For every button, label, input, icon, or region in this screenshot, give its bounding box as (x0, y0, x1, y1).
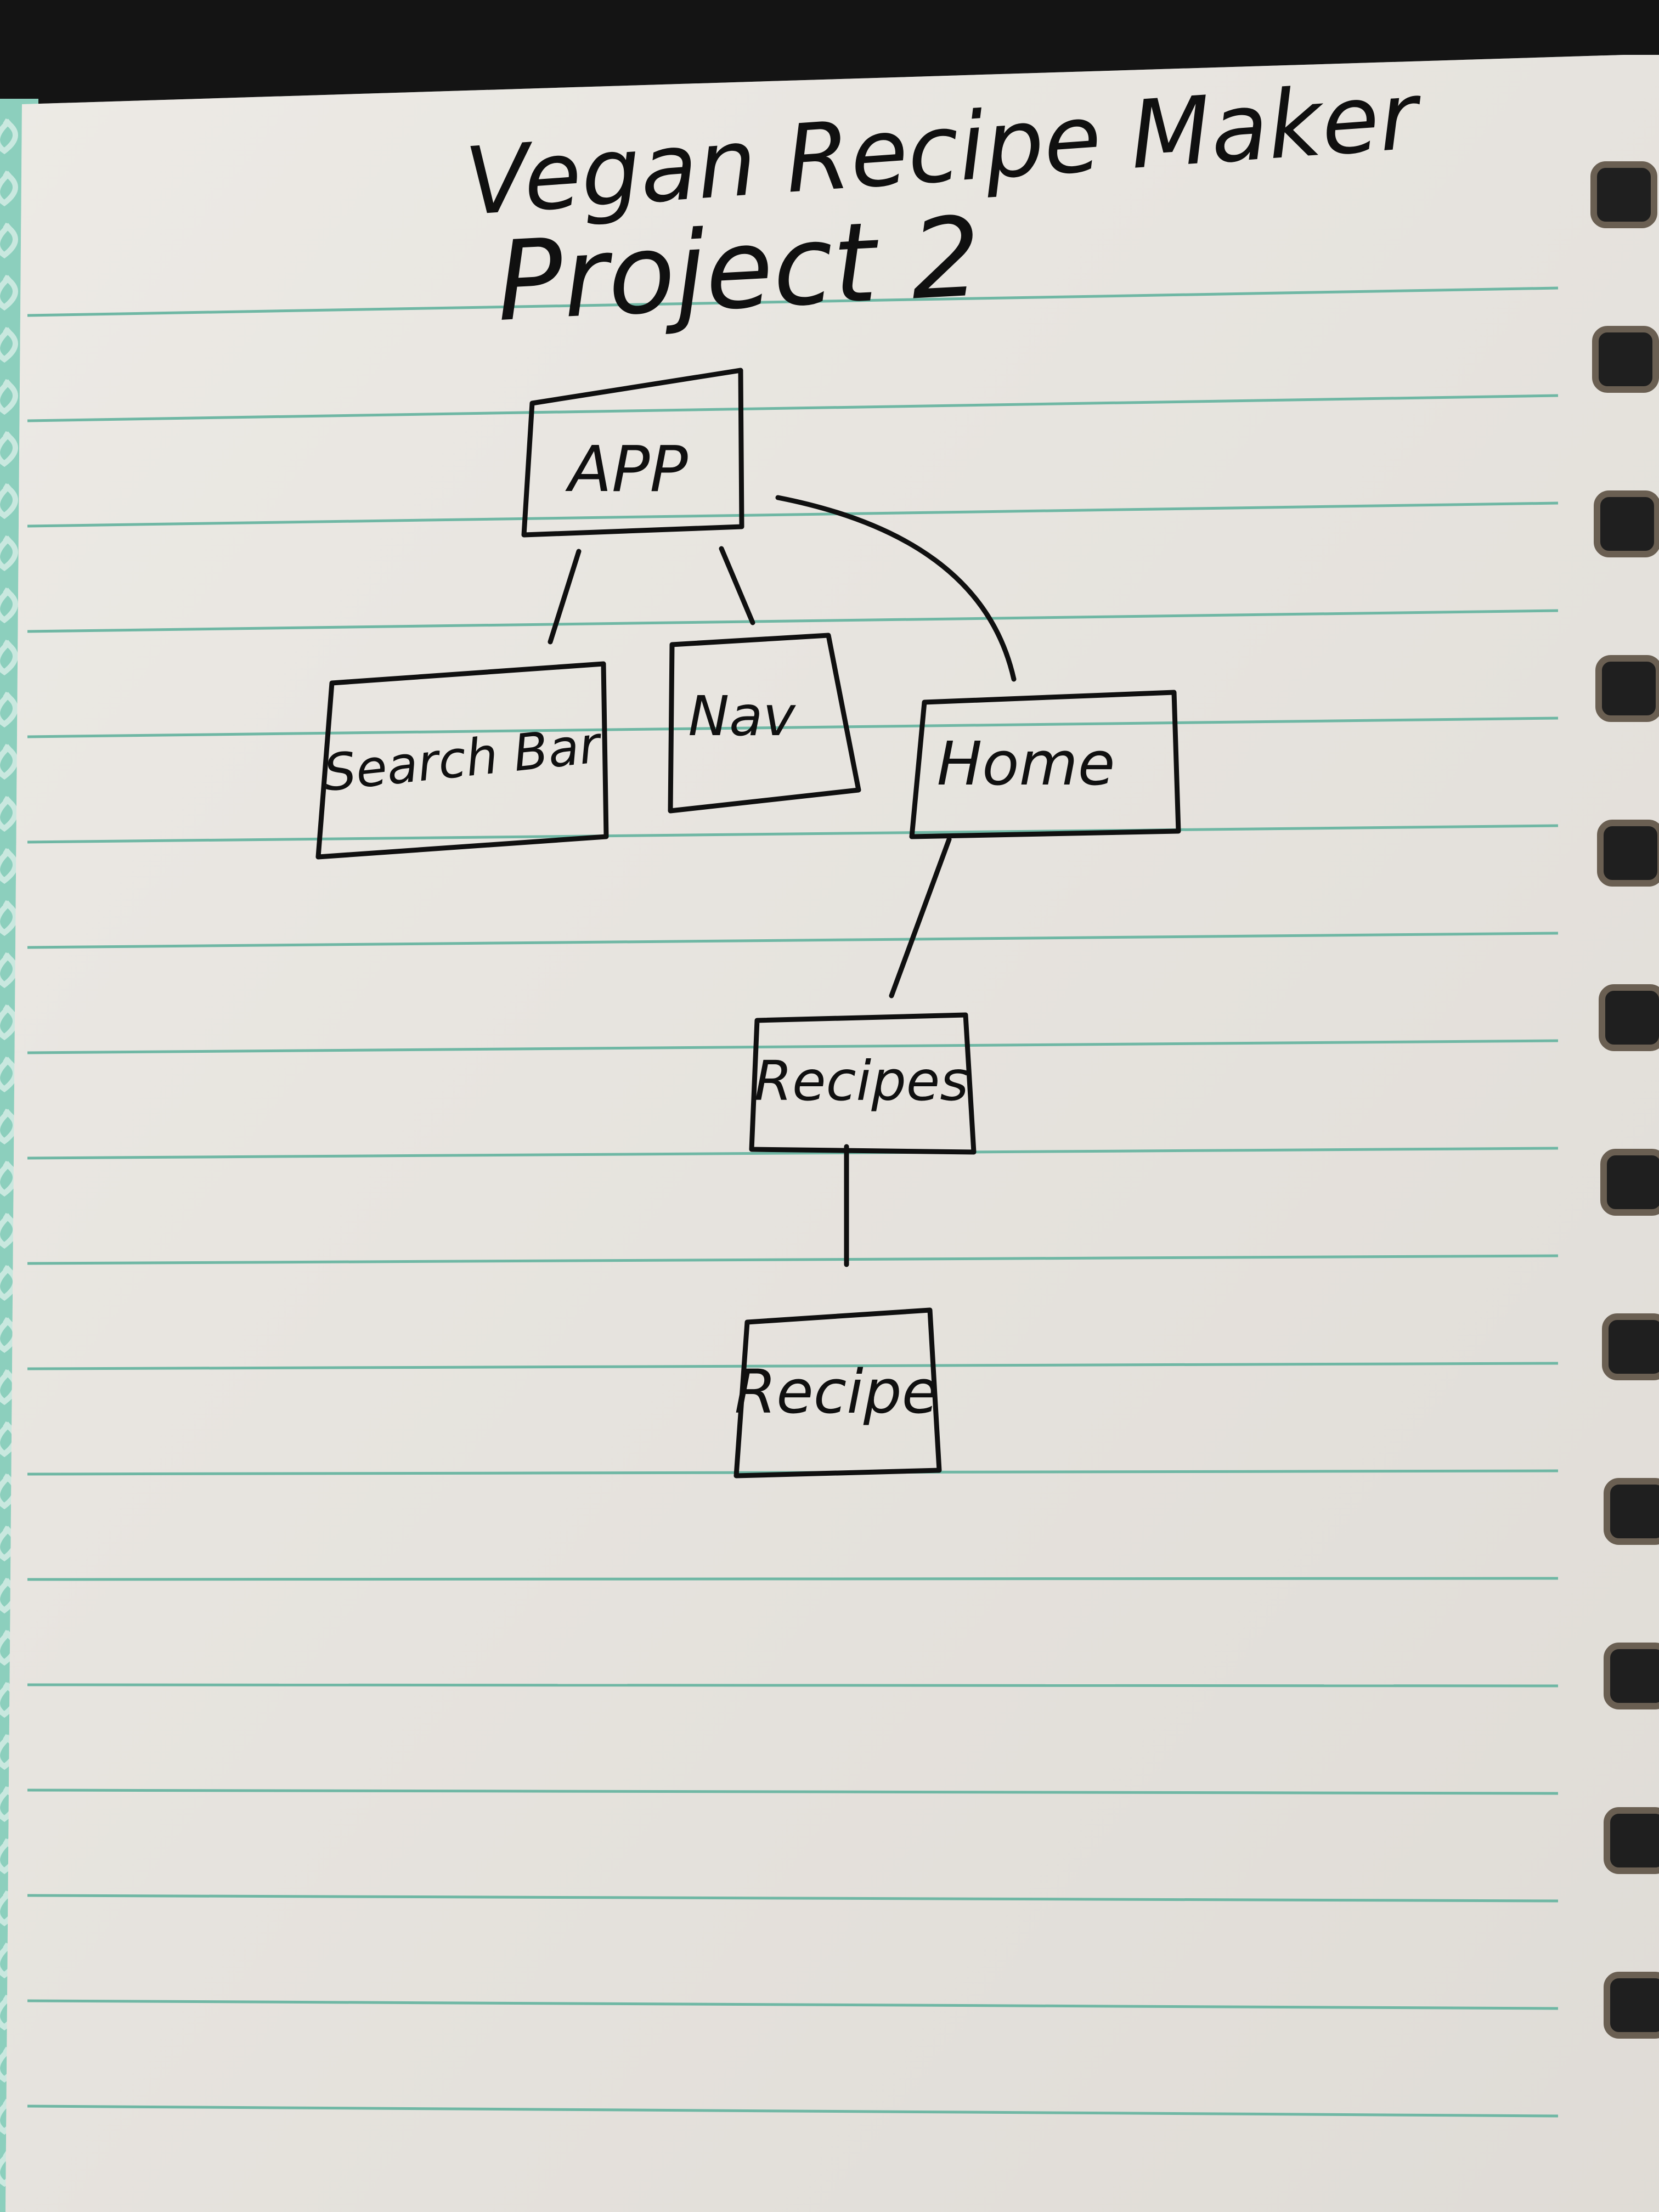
binding-ring (1604, 1643, 1659, 1709)
rule-line (27, 1039, 1559, 1054)
binding-ring (1604, 1972, 1659, 2039)
rule-line (27, 394, 1559, 422)
cover-swirl (0, 587, 18, 624)
rule-line (27, 1999, 1559, 2010)
node-box-recipes (749, 1012, 977, 1155)
binding-ring (1592, 326, 1659, 393)
binding-ring (1599, 984, 1659, 1051)
rule-line (27, 501, 1559, 528)
rule-line (27, 716, 1559, 738)
edge-home-recipes (889, 837, 952, 998)
binding-ring (1597, 820, 1659, 887)
cover-swirl (0, 431, 18, 467)
rule-line (27, 932, 1559, 949)
node-recipe: Recipe (733, 1307, 942, 1479)
cover-swirl (0, 326, 18, 363)
rule-line (27, 1894, 1559, 1903)
node-home: Home (909, 690, 1181, 839)
cover-swirl (0, 170, 18, 207)
rule-line (27, 1254, 1559, 1265)
paper-shading (5, 55, 1659, 2212)
binding-ring (1604, 1807, 1659, 1874)
spiral-binding (1590, 161, 1659, 2039)
binding-ring (1595, 655, 1659, 722)
node-label-recipe: Recipe (735, 1357, 939, 1427)
rule-line (27, 286, 1559, 317)
binding-ring (1590, 161, 1657, 228)
rule-line (27, 609, 1559, 633)
rule-line (27, 1788, 1559, 1795)
edge-app-nav (719, 546, 755, 625)
node-box-search-bar (315, 661, 609, 860)
cover-swirl (0, 379, 18, 415)
cover-swirl (0, 483, 18, 520)
edge-app-search-bar (548, 549, 582, 645)
cover-swirl (0, 274, 18, 311)
node-label-app: APP (565, 433, 688, 506)
node-nav: Nav (668, 633, 861, 814)
node-box-nav (668, 633, 861, 814)
node-label-home: Home (937, 729, 1115, 799)
rule-line (27, 1683, 1559, 1688)
node-label-recipes: Recipes (754, 1049, 969, 1113)
node-box-home (909, 690, 1181, 839)
cover-swirl (0, 118, 18, 155)
binding-ring (1594, 490, 1659, 557)
rule-line (27, 1362, 1559, 1370)
page-subtitle: Project 2 (493, 193, 984, 346)
rule-line (27, 1147, 1559, 1160)
node-box-app (521, 368, 744, 538)
edge-app-home (775, 495, 1017, 682)
node-recipes: Recipes (749, 1012, 977, 1155)
rule-line (27, 824, 1559, 844)
cover-swirl (0, 691, 18, 728)
cover-swirl (0, 900, 18, 936)
rule-line (27, 1577, 1559, 1581)
cover-swirl (0, 1056, 18, 1093)
diagram-edges (548, 495, 1017, 1267)
cover-swirl (0, 222, 18, 259)
binding-ring (1602, 1313, 1659, 1380)
node-box-recipe (733, 1307, 942, 1479)
node-label-nav: Nav (688, 684, 796, 748)
cover-swirl (0, 639, 18, 676)
binding-ring (1604, 1478, 1659, 1545)
cover-swirl (0, 848, 18, 884)
cover-swirl (0, 1160, 18, 1197)
node-app: APP (521, 368, 744, 538)
cover-swirl (0, 535, 18, 572)
cover-swirl (0, 1108, 18, 1145)
cover-swirl (0, 952, 18, 989)
cover-swirl (0, 1004, 18, 1041)
binding-ring (1600, 1149, 1659, 1216)
cover-swirl (0, 795, 18, 832)
rule-line (27, 2104, 1559, 2118)
cover-swirl (0, 743, 18, 780)
